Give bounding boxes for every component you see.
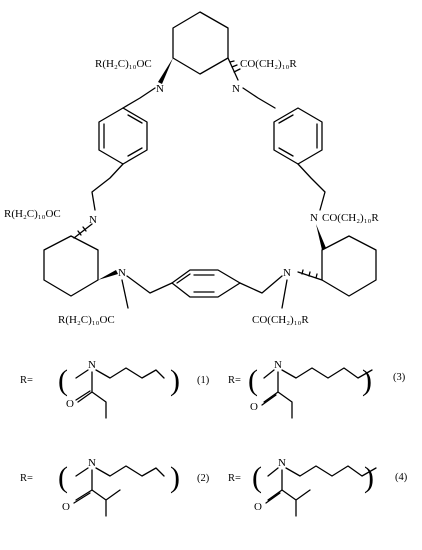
- substituent-4: R= ( N ) O (4): [228, 457, 408, 517]
- substituent-4-chain: [267, 465, 377, 477]
- substituent-1-left-paren: (: [58, 364, 68, 397]
- substituent-3-right-paren: ): [362, 364, 372, 397]
- substituent-2-left-paren: (: [58, 461, 68, 494]
- substituent-1-chain: [75, 367, 165, 379]
- left-ch2-link-down: [91, 163, 124, 211]
- top-left-ch2-link: [122, 87, 156, 109]
- substituent-3-acyl: [277, 371, 293, 419]
- substituent-1: R= ( N ) O (1): [20, 359, 210, 419]
- substituent-3-n-atom: N: [274, 359, 282, 371]
- substituent-1-acyl: [77, 371, 107, 419]
- n-atom-mid-right: N: [310, 212, 318, 224]
- bottom-right-acyl-bond: [281, 279, 288, 309]
- n-atom-bottom-right: N: [283, 267, 291, 279]
- substituent-1-number: (1): [197, 375, 210, 386]
- substituent-4-n-atom: N: [278, 457, 286, 469]
- n-atom-top-left: N: [156, 83, 164, 95]
- acyl-label-mid-left: R(H₂C)₁₀OC: [4, 208, 61, 220]
- bottom-left-wedge-bond: [98, 270, 118, 280]
- substituent-3-left-paren: (: [248, 364, 258, 397]
- bottom-left-acyl-bond: [121, 279, 129, 309]
- substituent-1-right-paren: ): [170, 364, 180, 397]
- macrocycle: N R(H₂C)₁₀OC N CO(CH₂)₁₀R N R(H₂C)₁₀OC N…: [4, 11, 379, 326]
- bottom-left-cyclohexane-ring: [43, 235, 99, 297]
- right-benzene-ring: [273, 107, 323, 165]
- substituent-2-o-atom: O: [62, 501, 70, 513]
- bottom-benzene-ring: [171, 269, 241, 298]
- bottom-right-hashed-bond: [297, 269, 323, 281]
- top-cyclohexane-ring: [172, 11, 229, 75]
- substituent-2: R= ( N ) O (2): [20, 457, 210, 517]
- acyl-label-bottom-right: CO(CH₂)₁₀R: [252, 314, 309, 326]
- top-right-ch2-link: [242, 87, 276, 109]
- substituent-4-number: (4): [395, 472, 408, 483]
- top-right-hashed-bond: [227, 57, 241, 81]
- n-atom-top-right: N: [232, 83, 240, 95]
- n-atom-mid-left: N: [89, 214, 97, 226]
- bottom-right-cyclohexane-ring: [321, 235, 377, 297]
- substituent-3-number: (3): [393, 372, 406, 383]
- substituent-2-right-paren: ): [170, 461, 180, 494]
- substituent-2-n-atom: N: [88, 457, 96, 469]
- substituent-2-prefix: R=: [20, 473, 33, 484]
- substituent-2-acyl: [91, 469, 121, 517]
- substituent-4-left-paren: (: [252, 461, 262, 494]
- mid-right-wedge-bond: [316, 224, 326, 250]
- right-ch2-link-down: [297, 163, 326, 211]
- substituent-4-acyl: [281, 469, 311, 517]
- left-benzene-ring: [98, 107, 148, 165]
- substituent-3-prefix: R=: [228, 375, 241, 386]
- bottom-right-ch2-link: [239, 275, 283, 294]
- substituent-4-prefix: R=: [228, 473, 241, 484]
- acyl-label-mid-right: CO(CH₂)₁₀R: [322, 212, 379, 224]
- substituent-2-chain: [75, 465, 165, 477]
- substituent-3-o-atom: O: [250, 401, 258, 413]
- substituent-2-number: (2): [197, 473, 210, 484]
- bottom-left-ch2-link: [126, 275, 173, 294]
- acyl-label-bottom-left: R(H₂C)₁₀OC: [58, 314, 115, 326]
- acyl-label-top-right: CO(CH₂)₁₀R: [240, 58, 297, 70]
- substituent-4-o-atom: O: [254, 501, 262, 513]
- mid-left-hashed-bond: [73, 223, 93, 239]
- top-left-wedge-bond: [158, 58, 173, 84]
- substituent-1-prefix: R=: [20, 375, 33, 386]
- acyl-label-top-left: R(H₂C)₁₀OC: [95, 58, 152, 70]
- substituent-3: R= ( N ) O (3): [228, 359, 406, 419]
- substituent-1-o-atom: O: [66, 398, 74, 410]
- substituent-3-chain: [263, 367, 373, 379]
- n-atom-bottom-left: N: [118, 267, 126, 279]
- substituent-1-n-atom: N: [88, 359, 96, 371]
- substituent-4-right-paren: ): [364, 461, 374, 494]
